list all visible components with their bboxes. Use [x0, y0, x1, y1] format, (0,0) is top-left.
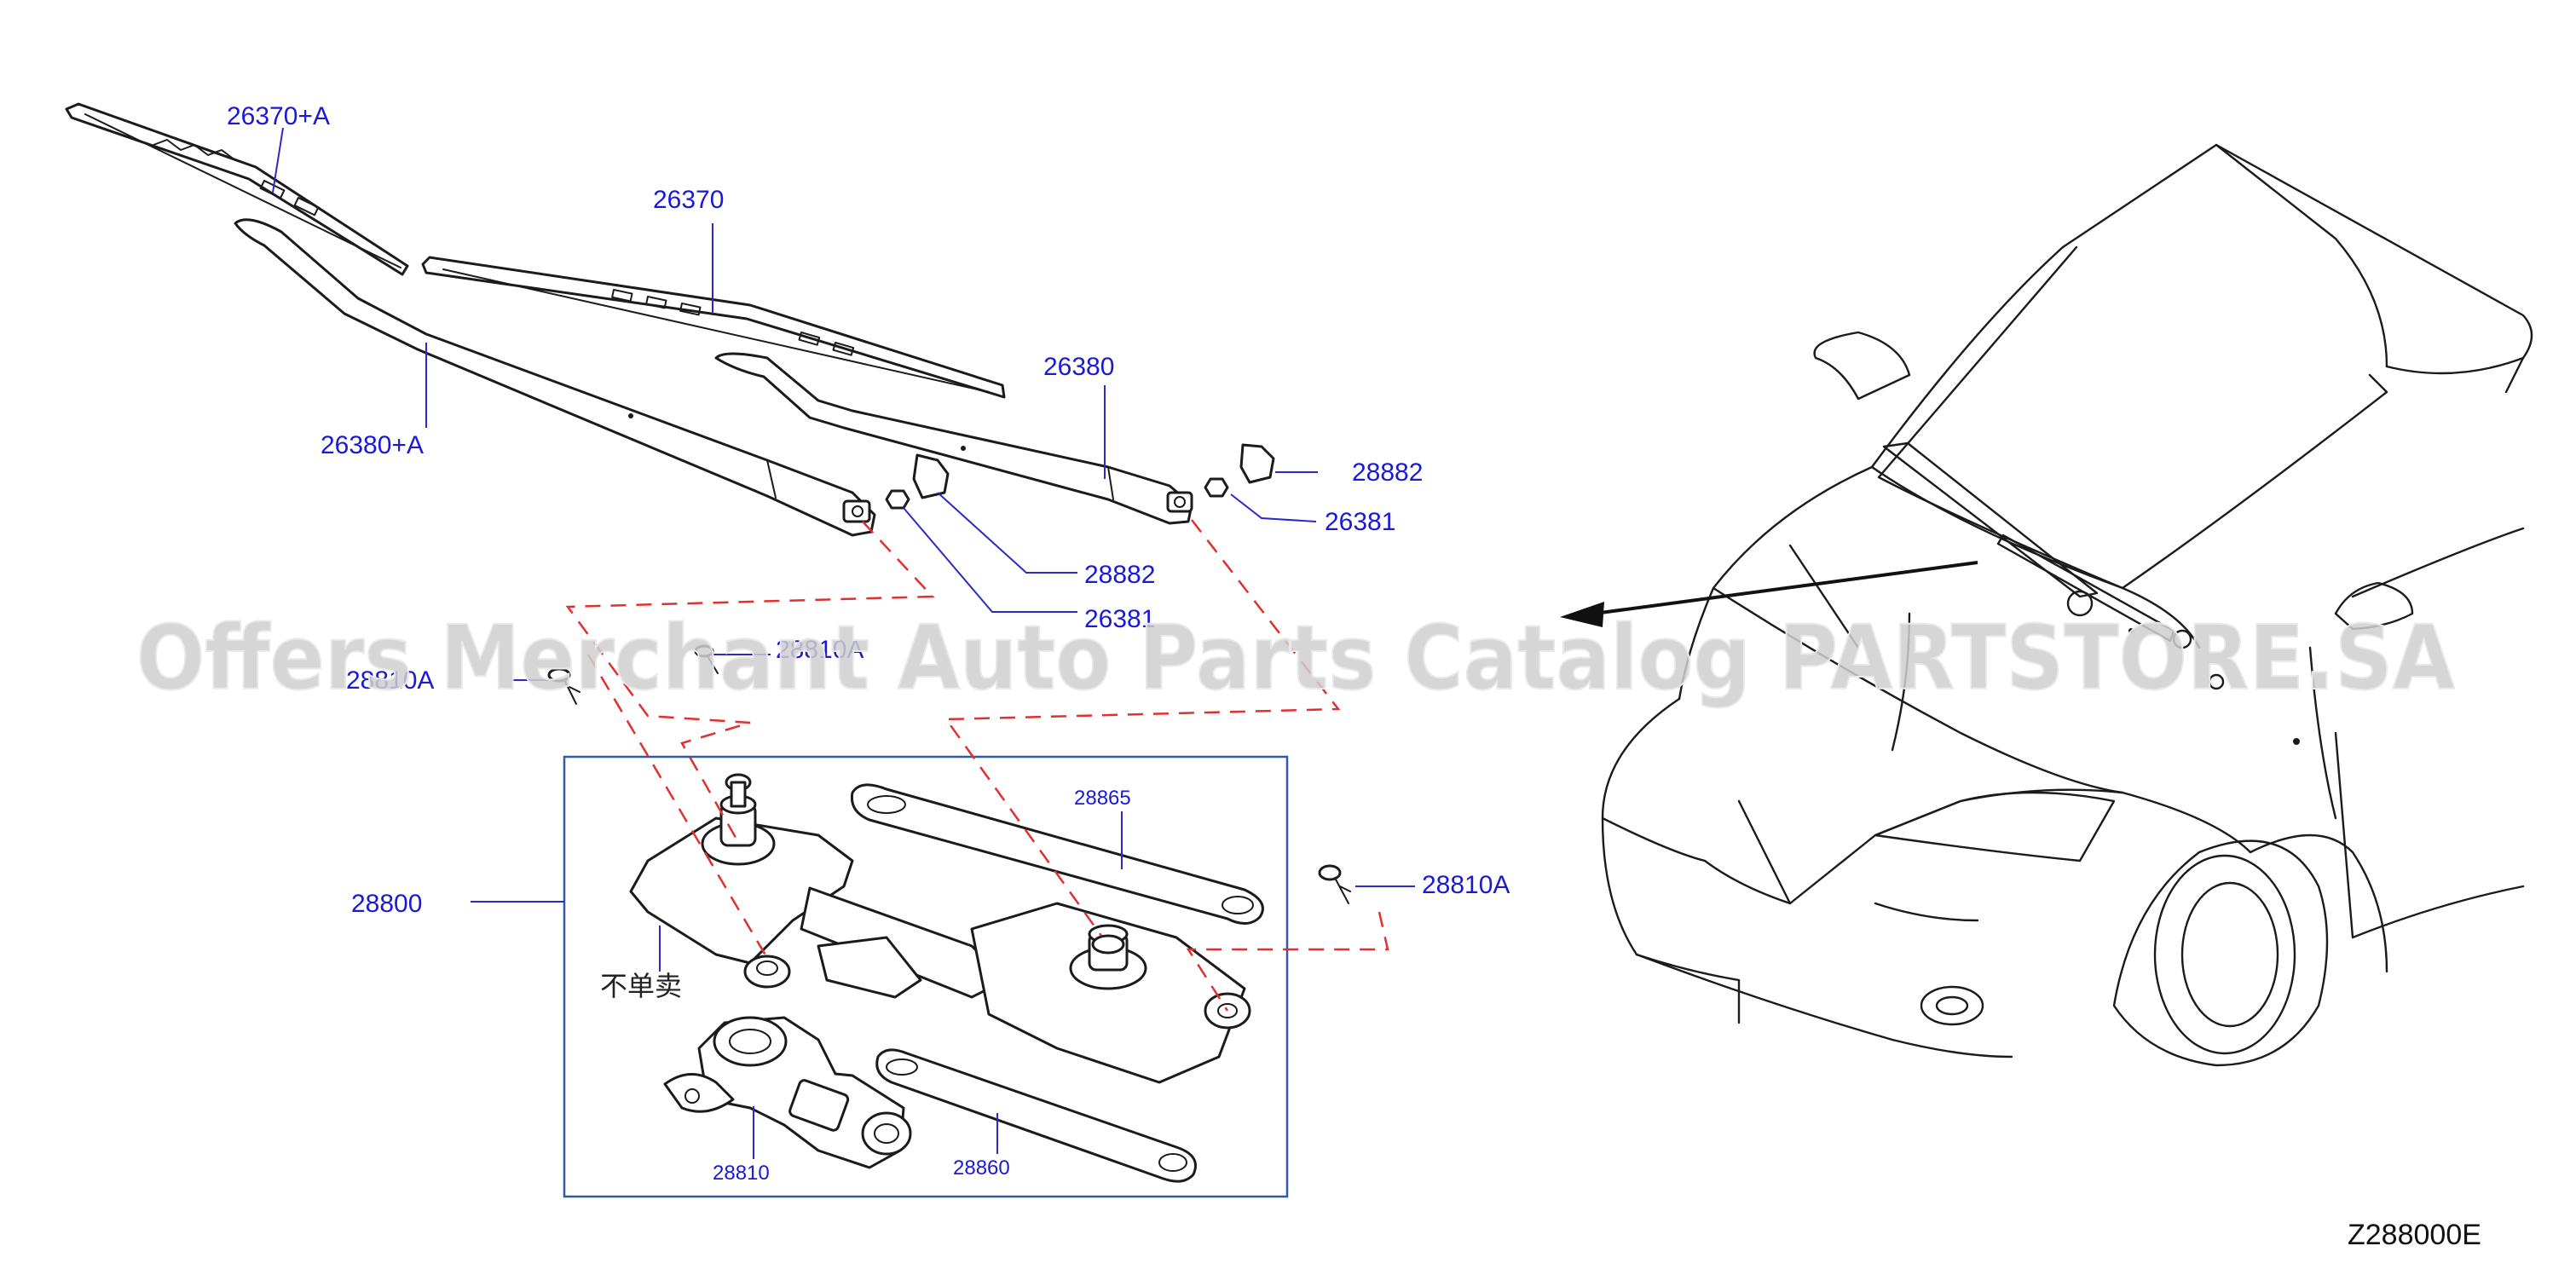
label-26380-plus-a: 26380+A [321, 431, 424, 459]
label-28882-right: 28882 [1352, 459, 1423, 487]
location-arrow [1560, 561, 1978, 627]
not-sold-separately-note: 不单卖 [600, 970, 682, 1002]
label-28810a-mid: 28810A [776, 636, 863, 664]
label-26381-right: 26381 [1325, 508, 1395, 536]
wiper-arm-right[interactable] [714, 352, 1193, 525]
diagram-code: Z288000E [2348, 1219, 2481, 1251]
pivot-nut-left[interactable] [885, 489, 910, 510]
label-26370-plus-a: 26370+A [227, 102, 330, 130]
leader-lines [272, 127, 1415, 1159]
bolt-left[interactable] [547, 667, 580, 705]
alignment-guides [565, 519, 1389, 1012]
bolt-right[interactable] [1318, 864, 1351, 904]
pivot-nut-right[interactable] [1204, 477, 1229, 498]
bolt-mid[interactable] [694, 644, 719, 674]
wiper-blade-refill[interactable] [421, 256, 1006, 399]
label-26370: 26370 [653, 186, 724, 214]
label-28810a-left: 28810A [346, 666, 434, 695]
watermark-text: Offers Merchant Auto Parts Catalog PARTS… [136, 606, 2455, 710]
label-28810a-right: 28810A [1422, 871, 1510, 899]
label-26381-left: 26381 [1084, 605, 1155, 633]
label-28860: 28860 [953, 1157, 1010, 1180]
label-28865: 28865 [1074, 787, 1131, 810]
wiper-arm-left[interactable] [234, 218, 876, 537]
wiper-blade-assembly-left[interactable] [65, 102, 409, 276]
wiper-linkage-assembly[interactable] [629, 773, 1251, 1084]
label-28810: 28810 [713, 1162, 770, 1185]
linkage-assembly-frame [563, 755, 1289, 1198]
wiper-link-rod-lower[interactable] [875, 1048, 1197, 1183]
pivot-cap-right[interactable] [1239, 443, 1275, 484]
wiper-link-rod-upper[interactable] [850, 783, 1264, 925]
vehicle-location-illustration[interactable] [1601, 143, 2533, 1067]
pivot-cap-left[interactable] [912, 453, 950, 499]
wiper-motor[interactable] [663, 1016, 912, 1169]
label-28882-left: 28882 [1084, 561, 1155, 589]
label-26380: 26380 [1043, 353, 1114, 381]
label-28800: 28800 [351, 890, 422, 918]
